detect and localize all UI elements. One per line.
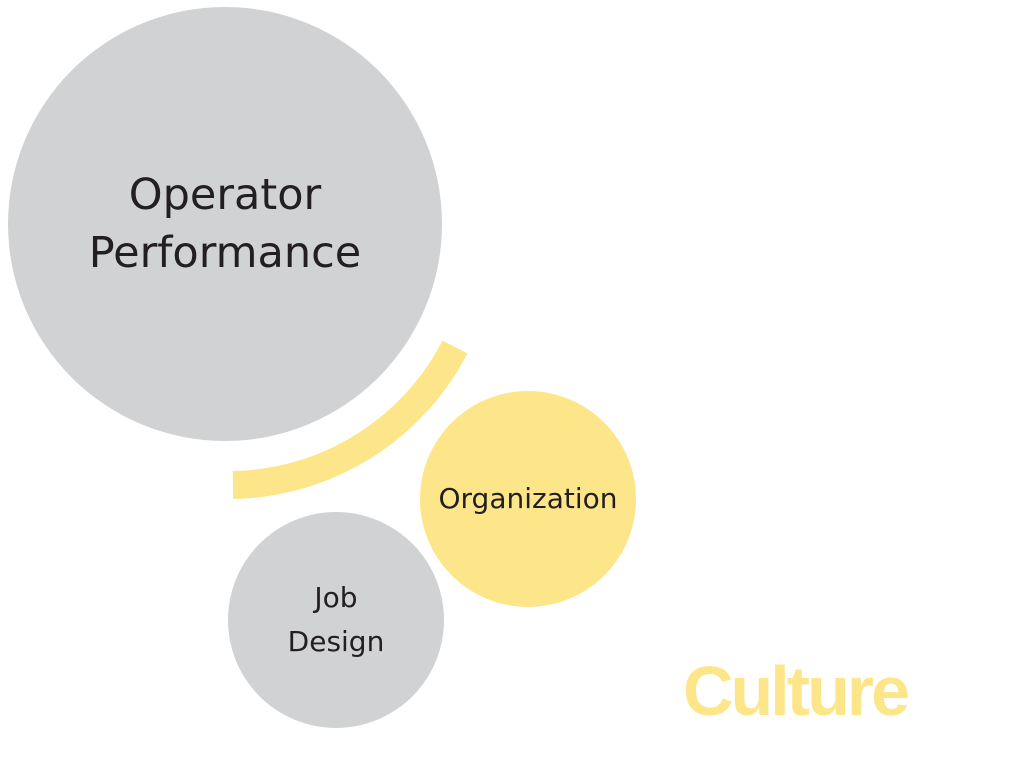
job-design-circle: Job Design — [228, 512, 444, 728]
culture-label: Culture — [683, 652, 910, 730]
job-design-label: Job Design — [287, 581, 385, 658]
operator-performance-circle: Operator Performance — [8, 7, 442, 441]
organization-label: Organization — [438, 482, 618, 515]
organization-circle: Organization — [420, 391, 636, 607]
operator-performance-label: Operator Performance — [88, 170, 362, 278]
